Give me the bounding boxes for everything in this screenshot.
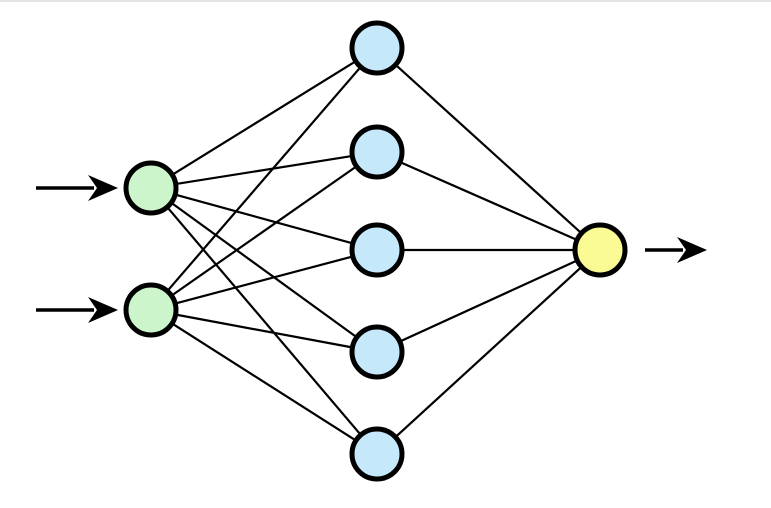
edge-h2-o1	[398, 160, 579, 242]
nodes-group	[123, 20, 628, 482]
edge-i2-h3	[173, 255, 355, 305]
top-divider	[0, 0, 771, 2]
hidden-node-1[interactable]	[349, 20, 405, 76]
edge-h4-o1	[398, 258, 579, 344]
edge-h1-o1	[394, 63, 583, 235]
hidden-node-2[interactable]	[349, 124, 405, 180]
edge-i2-h2	[170, 164, 358, 298]
input-node-1[interactable]	[123, 160, 179, 216]
edges-group	[165, 59, 584, 443]
hidden-node-3[interactable]	[349, 222, 405, 278]
input-arrow-2-head	[88, 297, 118, 323]
edge-i1-h4	[169, 201, 359, 339]
output-node-1[interactable]	[572, 222, 628, 278]
output-arrow-1-head	[677, 237, 707, 263]
arrows-group	[36, 175, 707, 323]
edge-i1-h1	[170, 59, 358, 177]
input-node-2[interactable]	[123, 282, 179, 338]
input-arrow-1	[36, 175, 118, 201]
edge-i2-h5	[170, 321, 358, 443]
output-arrow-1	[645, 237, 707, 263]
hidden-node-5[interactable]	[349, 426, 405, 482]
edge-i1-h2	[174, 154, 354, 186]
edge-h5-o1	[393, 265, 584, 439]
hidden-node-4[interactable]	[349, 324, 405, 380]
edge-i2-h1	[165, 65, 363, 293]
edge-i1-h3	[173, 193, 355, 245]
input-arrow-2	[36, 297, 118, 323]
edge-i2-h4	[174, 313, 354, 349]
input-arrow-1-head	[88, 175, 118, 201]
edge-i1-h5	[165, 205, 363, 437]
